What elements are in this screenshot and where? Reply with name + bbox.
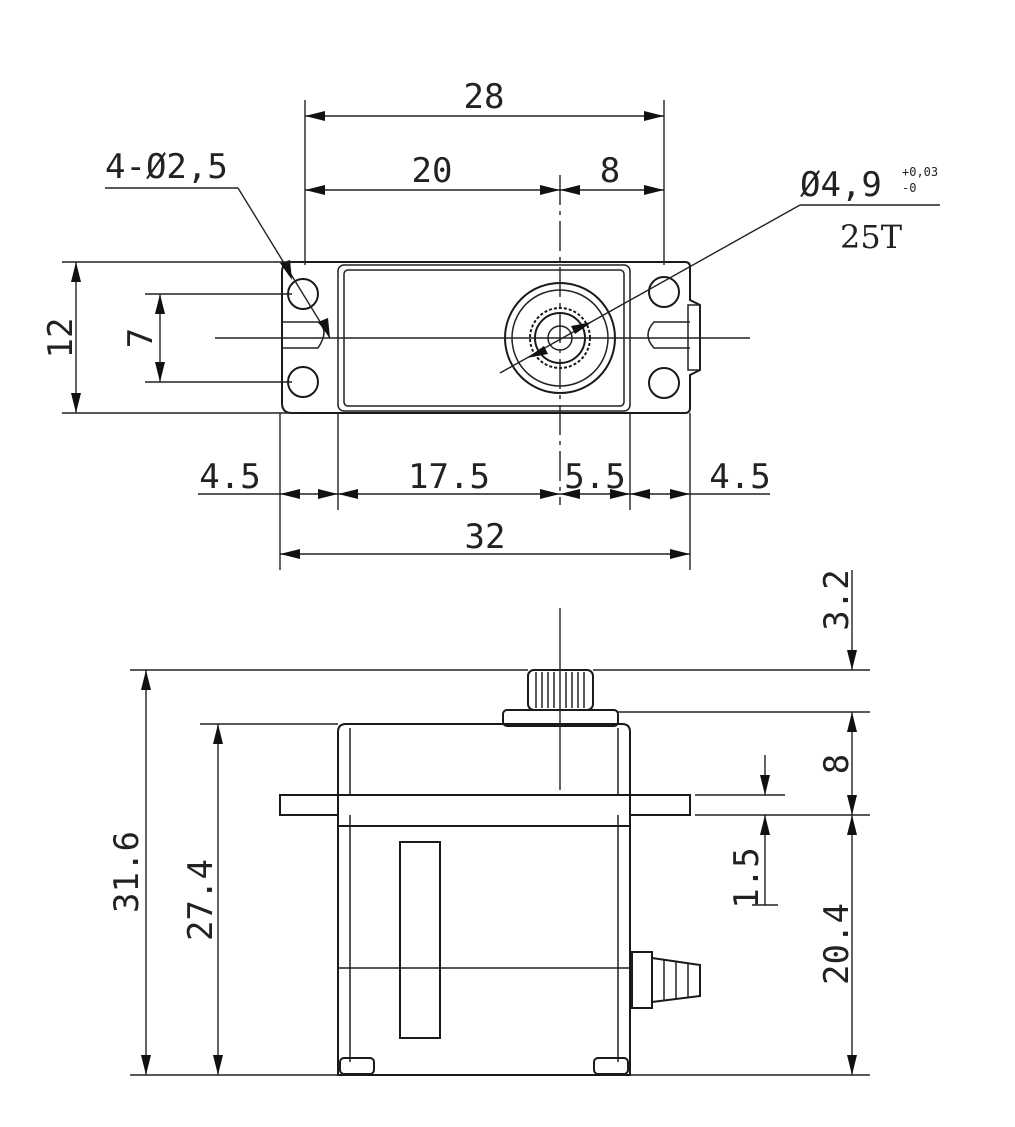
arrow — [527, 346, 548, 358]
cable-grommet-base — [631, 951, 653, 1009]
mounting-hole-bottom-left — [287, 366, 319, 398]
dim-label-28: 28 — [464, 77, 505, 117]
arrow — [338, 489, 358, 499]
shaft-tol-upper: +0,03 — [902, 165, 938, 179]
side-view: 31.6 27.4 3.2 8 20.4 1.5 — [107, 569, 870, 1076]
arrow — [155, 362, 165, 382]
shaft-tol-lower: -0 — [902, 181, 916, 195]
mounting-flange — [279, 794, 691, 816]
dim-label-8-side: 8 — [817, 754, 857, 774]
mounting-hole-bottom-right — [648, 367, 680, 399]
arrow — [560, 489, 580, 499]
arrow — [571, 322, 592, 334]
dim-label-32: 32 — [465, 517, 506, 557]
dim-label-3-2: 3.2 — [817, 569, 857, 630]
arrow — [540, 185, 560, 195]
arrow — [670, 489, 690, 499]
arrow — [280, 489, 300, 499]
dim-label-20: 20 — [412, 151, 453, 191]
arrow — [847, 712, 857, 732]
bottom-foot-right — [593, 1057, 629, 1075]
cable-grommet — [651, 956, 701, 1004]
shaft-note: Ø4,9 — [800, 165, 882, 205]
arrow — [305, 111, 325, 121]
arrow — [847, 815, 857, 835]
top-view: 28 20 8 4-Ø2,5 Ø4,9 +0,03 -0 25T 12 — [41, 77, 940, 570]
dim-label-27-4: 27.4 — [181, 859, 221, 941]
arrow — [847, 795, 857, 815]
arrow — [141, 670, 151, 690]
arrow — [213, 1055, 223, 1075]
side-case-outline — [337, 723, 631, 1076]
arrow — [71, 393, 81, 413]
arrow — [610, 489, 630, 499]
arrow — [630, 489, 650, 499]
arrow — [670, 549, 690, 559]
arrow — [318, 318, 330, 338]
arrow — [280, 549, 300, 559]
arrow — [760, 815, 770, 835]
arrow — [155, 294, 165, 314]
arrow — [540, 489, 560, 499]
top-view-case-outline — [281, 261, 701, 414]
arrow — [71, 262, 81, 282]
arrow — [847, 650, 857, 670]
arrow — [644, 185, 664, 195]
arrow — [280, 260, 292, 280]
dim-label-4-5-right: 4.5 — [709, 457, 770, 497]
spline-note: 25T — [840, 218, 903, 256]
bottom-foot-left — [339, 1057, 375, 1075]
left-tab-slot — [282, 321, 325, 349]
arrow — [847, 1055, 857, 1075]
arrow — [141, 1055, 151, 1075]
dim-label-5-5: 5.5 — [564, 457, 625, 497]
dim-label-7: 7 — [121, 328, 161, 348]
mounting-hole-top-right — [648, 276, 680, 308]
dim-label-1-5: 1.5 — [727, 847, 767, 908]
dim-label-4-5-left: 4.5 — [199, 457, 260, 497]
dim-label-8: 8 — [600, 151, 620, 191]
arrow — [305, 185, 325, 195]
arrow — [213, 724, 223, 744]
dim-label-31-6: 31.6 — [107, 831, 147, 913]
holes-note: 4-Ø2,5 — [105, 147, 228, 187]
arrow — [644, 111, 664, 121]
dim-label-12: 12 — [41, 318, 81, 359]
spline-teeth — [535, 672, 585, 708]
dim-label-20-4: 20.4 — [817, 903, 857, 985]
label-plate — [399, 841, 441, 1039]
right-tab-slot — [647, 321, 690, 349]
dim-label-17-5: 17.5 — [408, 457, 490, 497]
arrow — [318, 489, 338, 499]
grommet-ridges — [663, 960, 689, 1000]
arrow — [760, 775, 770, 795]
arrow — [560, 185, 580, 195]
shaft-leader — [499, 204, 801, 374]
